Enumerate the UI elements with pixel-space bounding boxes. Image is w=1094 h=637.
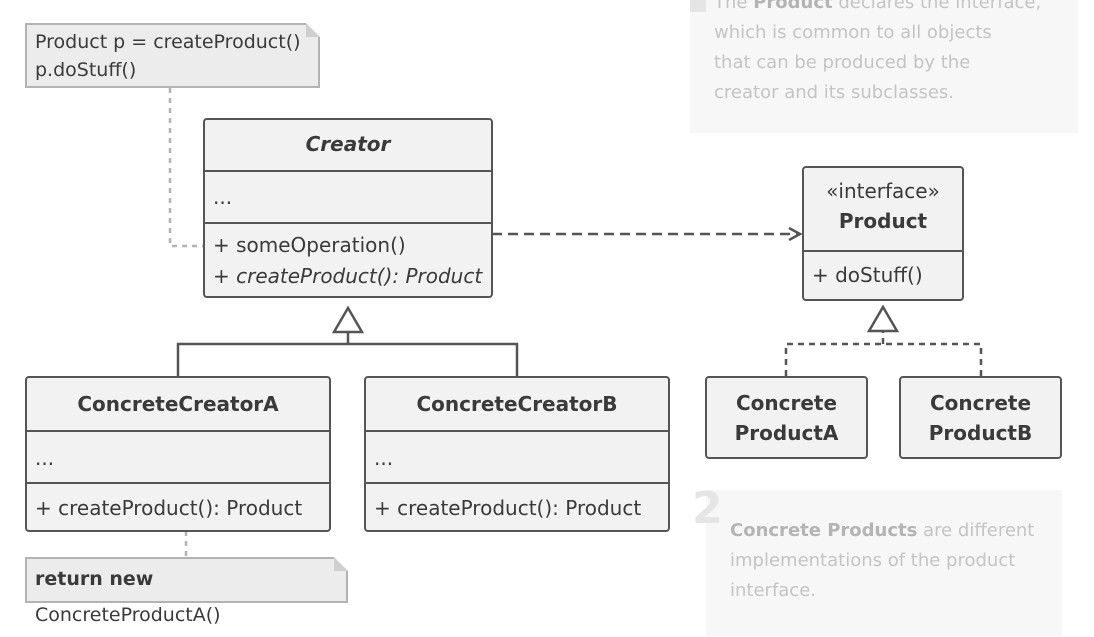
hint-1-bold: Product [753, 0, 833, 13]
client-code-line-1: Product p = createProduct() [35, 31, 301, 53]
hint-1-line-1: The Product declares the interface, [714, 0, 1078, 18]
concrete-creator-a-note: return new ConcreteProductA() [25, 557, 348, 626]
hint-2-line-1: Concrete Products are different [730, 516, 1062, 546]
creator-method-create-product: + createProduct(): Product [213, 264, 483, 288]
hint-1-text-after: declares the interface, [832, 0, 1042, 13]
concrete-product-b-line-2: ProductB [928, 421, 1033, 445]
hint-1-line-2: which is common to all objects [714, 22, 992, 43]
note-fold-corner [334, 557, 348, 571]
hint-2-line-2: implementations of the product [730, 550, 1016, 571]
client-code-note: Product p = createProduct() p.doStuff() [25, 23, 320, 88]
concrete-creator-a-fields: ... [27, 430, 329, 482]
hint-2-text: are different [917, 520, 1035, 541]
creator-fields: ... [205, 170, 491, 222]
concrete-creator-a-name: ConcreteCreatorA [77, 392, 279, 416]
realization-lines-product [784, 331, 983, 376]
note-connector-client [168, 88, 203, 248]
creator-class: Creator ... + someOperation() + createPr… [203, 118, 493, 298]
product-header: «interface» Product [804, 168, 962, 250]
return-new-expression: ConcreteProductA() [35, 604, 221, 626]
product-stereotype: «interface» [826, 179, 940, 203]
concrete-product-a-line-1: Concrete [735, 391, 838, 415]
concrete-creator-a-method: + createProduct(): Product [27, 482, 329, 530]
hint-2-bold: Concrete Products [730, 520, 918, 541]
concrete-creator-a-class: ConcreteCreatorA ... + createProduct(): … [25, 376, 331, 532]
product-method: + doStuff() [804, 250, 962, 298]
hint-card-1: The Product declares the interface, whic… [690, 0, 1078, 133]
hint-1-line-3: that can be produced by the [714, 52, 971, 73]
product-name: Product [838, 209, 928, 233]
product-interface: «interface» Product + doStuff() [802, 166, 964, 301]
return-new-keyword: return new [35, 568, 154, 590]
concrete-product-b-line-1: Concrete [929, 391, 1032, 415]
hint-1-line-4: creator and its subclasses. [714, 82, 955, 103]
client-code-line-2: p.doStuff() [35, 59, 137, 81]
hint-card-2: 2 Concrete Products are different implem… [692, 487, 1062, 636]
concrete-creator-b-fields: ... [366, 430, 668, 482]
concrete-product-a-line-2: ProductA [734, 421, 839, 445]
hint-2-line-3: interface. [730, 580, 817, 601]
creator-class-name: Creator [305, 132, 391, 156]
creator-method-some-operation: + someOperation() [213, 233, 406, 257]
creator-methods: + someOperation() + createProduct(): Pro… [205, 222, 491, 292]
inheritance-triangle-creator [331, 305, 365, 334]
realization-triangle-product [866, 304, 900, 333]
hint-number-2: 2 [692, 483, 723, 534]
concrete-creator-b-name: ConcreteCreatorB [416, 392, 618, 416]
concrete-product-b-class: Concrete ProductB [899, 376, 1062, 459]
hint-1-text: The [714, 0, 754, 13]
concrete-product-a-class: Concrete ProductA [705, 376, 868, 459]
hint-number-1-fragment [690, 0, 706, 12]
inheritance-lines-creator [176, 332, 519, 376]
concrete-creator-b-method: + createProduct(): Product [366, 482, 668, 530]
note-fold-corner [306, 23, 320, 37]
concrete-creator-b-class: ConcreteCreatorB ... + createProduct(): … [364, 376, 670, 532]
